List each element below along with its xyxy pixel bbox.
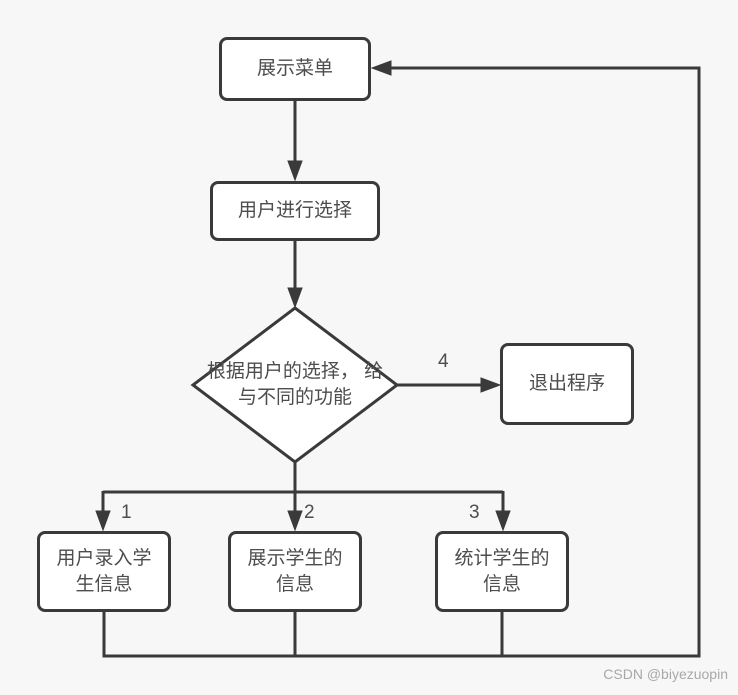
node-stat-student: 统计学生的 信息 bbox=[435, 531, 569, 612]
node-show-student-line1: 展示学生的 bbox=[247, 547, 343, 569]
node-stat-student-line2: 信息 bbox=[482, 573, 521, 595]
node-show-menu: 展示菜单 bbox=[219, 37, 371, 101]
node-exit-program-label: 退出程序 bbox=[528, 373, 605, 394]
arrowhead-into-show-student bbox=[287, 510, 303, 532]
node-exit-program: 退出程序 bbox=[500, 343, 634, 425]
node-stat-student-line1: 统计学生的 bbox=[454, 547, 550, 569]
node-decision-line1: 根据用户的选择， bbox=[206, 361, 359, 382]
arrowhead-into-decision bbox=[287, 287, 303, 309]
arrowhead-into-user-select bbox=[287, 160, 303, 182]
node-user-select: 用户进行选择 bbox=[210, 181, 380, 241]
edge-label-4: 4 bbox=[438, 351, 449, 372]
node-decision-line2: 给与不同的功能 bbox=[237, 361, 384, 408]
edge-label-2: 2 bbox=[304, 502, 315, 523]
feedback-loop bbox=[102, 66, 701, 658]
arrowhead-into-show-menu bbox=[370, 60, 392, 76]
node-user-select-label: 用户进行选择 bbox=[237, 200, 352, 221]
node-input-student: 用户录入学 生信息 bbox=[37, 531, 171, 612]
edge-label-3: 3 bbox=[469, 502, 480, 523]
decision-diamond-shape bbox=[190, 306, 400, 464]
node-input-student-line1: 用户录入学 bbox=[56, 547, 152, 569]
node-decision-label: 根据用户的选择， 给与不同的功能 bbox=[205, 359, 385, 411]
arrowhead-into-input-student bbox=[95, 510, 111, 532]
arrowhead-into-exit bbox=[480, 377, 502, 393]
node-show-student: 展示学生的 信息 bbox=[228, 531, 362, 612]
arrowhead-into-stat-student bbox=[495, 510, 511, 532]
node-show-menu-label: 展示菜单 bbox=[256, 58, 333, 79]
node-input-student-line2: 生信息 bbox=[75, 573, 133, 595]
csdn-watermark: CSDN @biyezuopin bbox=[603, 666, 728, 682]
node-show-student-line2: 信息 bbox=[275, 573, 314, 595]
edge-label-1: 1 bbox=[121, 502, 132, 523]
